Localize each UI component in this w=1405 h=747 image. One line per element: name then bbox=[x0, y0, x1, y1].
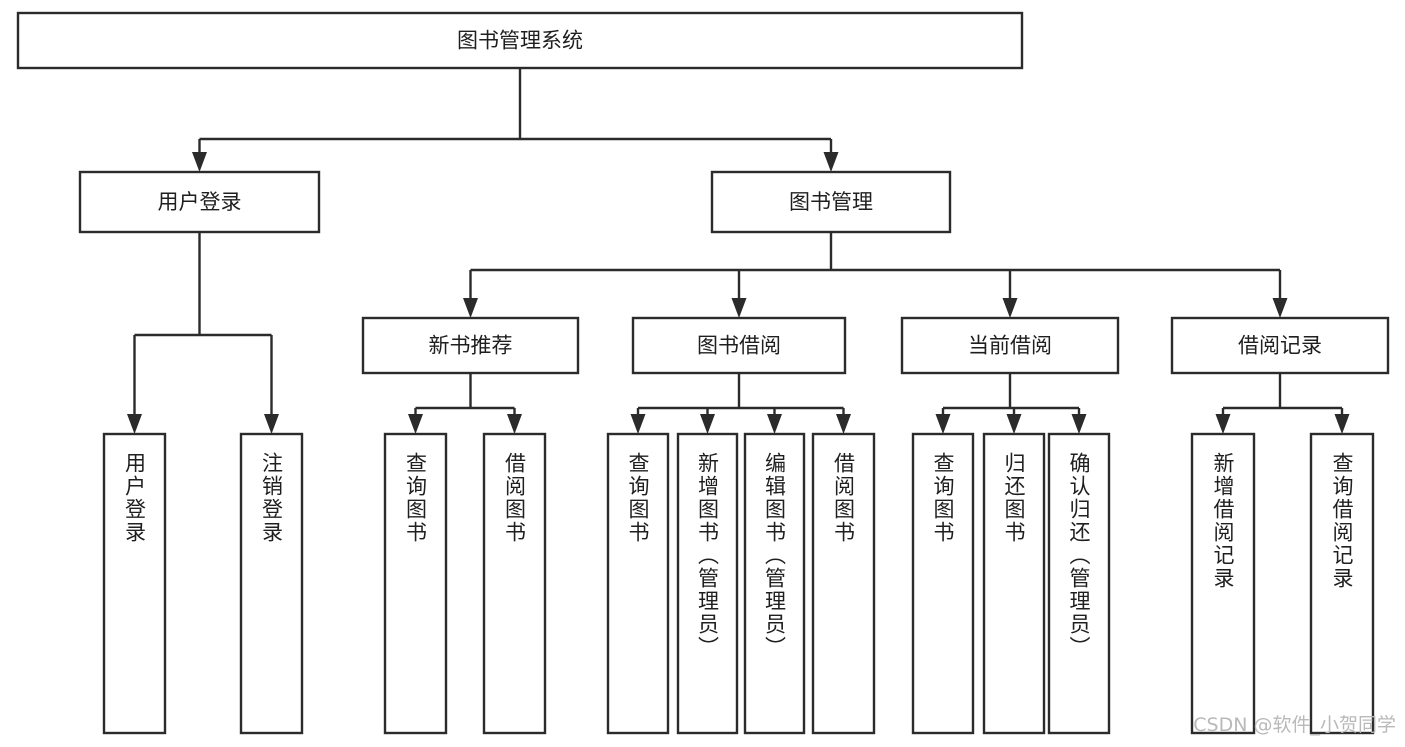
node-label: 新书推荐 bbox=[429, 334, 513, 358]
node-box-leaf[interactable] bbox=[743, 432, 806, 735]
node-用户登录[interactable]: 用户登录 bbox=[78, 170, 321, 234]
arrow-to-图书借阅 bbox=[731, 298, 747, 318]
arrow-to-用户登录 bbox=[192, 152, 207, 172]
node-注销登录[interactable]: 注销登录 bbox=[239, 432, 304, 735]
node-label: 用户登录 bbox=[158, 190, 242, 214]
node-label: 查询图书 bbox=[626, 452, 650, 544]
node-用户登录[interactable]: 用户登录 bbox=[102, 432, 167, 735]
node-图书管理[interactable]: 图书管理 bbox=[710, 170, 952, 234]
node-图书借阅[interactable]: 图书借阅 bbox=[631, 316, 847, 375]
node-新书推荐[interactable]: 新书推荐 bbox=[361, 316, 580, 375]
node-label: 新增借阅记录 bbox=[1211, 452, 1235, 590]
arrow-to-新增借阅记录 bbox=[1215, 414, 1231, 434]
node-查询图书[interactable]: 查询图书 bbox=[606, 432, 670, 735]
node-label: 编辑图书（管理员） bbox=[763, 452, 787, 659]
node-当前借阅[interactable]: 当前借阅 bbox=[900, 316, 1120, 375]
node-借阅图书[interactable]: 借阅图书 bbox=[811, 432, 876, 735]
node-查询图书[interactable]: 查询图书 bbox=[911, 432, 975, 735]
arrow-to-查询图书 bbox=[935, 414, 951, 434]
arrow-to-借阅图书 bbox=[836, 414, 851, 434]
node-box-level2[interactable] bbox=[78, 170, 321, 234]
node-layer: 图书管理系统用户登录图书管理用户登录注销登录新书推荐查询图书借阅图书图书借阅查询… bbox=[16, 11, 1390, 735]
node-box-leaf[interactable] bbox=[676, 432, 739, 735]
node-box-leaf[interactable] bbox=[1309, 432, 1375, 735]
node-box-level3[interactable] bbox=[631, 316, 847, 375]
node-box-level2[interactable] bbox=[710, 170, 952, 234]
arrow-to-借阅图书 bbox=[507, 414, 522, 434]
arrow-to-查询借阅记录 bbox=[1334, 414, 1350, 434]
node-新增图书管理员[interactable]: 新增图书（管理员） bbox=[676, 432, 739, 735]
node-box-leaf[interactable] bbox=[811, 432, 876, 735]
node-借阅图书[interactable]: 借阅图书 bbox=[482, 432, 547, 735]
node-box-leaf[interactable] bbox=[1190, 432, 1256, 735]
arrow-to-归还图书 bbox=[1006, 414, 1022, 434]
node-label: 用户登录 bbox=[123, 452, 147, 544]
arrow-to-编辑图书管理员 bbox=[767, 414, 782, 434]
arrow-to-新书推荐 bbox=[463, 298, 478, 318]
node-编辑图书管理员[interactable]: 编辑图书（管理员） bbox=[743, 432, 806, 735]
node-新增借阅记录[interactable]: 新增借阅记录 bbox=[1190, 432, 1256, 735]
node-查询图书[interactable]: 查询图书 bbox=[383, 432, 448, 735]
node-label: 查询借阅记录 bbox=[1330, 452, 1354, 590]
node-box-leaf[interactable] bbox=[239, 432, 304, 735]
node-label: 借阅记录 bbox=[1238, 334, 1322, 358]
node-label: 查询图书 bbox=[404, 452, 428, 544]
arrow-to-借阅记录 bbox=[1272, 298, 1288, 318]
node-借阅记录[interactable]: 借阅记录 bbox=[1170, 316, 1390, 375]
node-box-leaf[interactable] bbox=[911, 432, 975, 735]
node-box-leaf[interactable] bbox=[982, 432, 1046, 735]
node-box-leaf[interactable] bbox=[102, 432, 167, 735]
node-box-level3[interactable] bbox=[1170, 316, 1390, 375]
node-label: 注销登录 bbox=[260, 452, 284, 544]
node-label: 确认归还（管理员） bbox=[1067, 452, 1091, 659]
node-box-leaf[interactable] bbox=[482, 432, 547, 735]
node-确认归还管理员[interactable]: 确认归还（管理员） bbox=[1047, 432, 1111, 735]
arrow-to-注销登录 bbox=[264, 414, 279, 434]
node-图书管理系统[interactable]: 图书管理系统 bbox=[16, 11, 1024, 70]
node-box-level3[interactable] bbox=[900, 316, 1120, 375]
arrow-to-查询图书 bbox=[408, 414, 423, 434]
node-label: 归还图书 bbox=[1002, 452, 1026, 544]
node-box-level3[interactable] bbox=[361, 316, 580, 375]
arrow-to-图书管理 bbox=[823, 152, 839, 172]
node-label: 图书管理系统 bbox=[457, 29, 583, 53]
node-label: 借阅图书 bbox=[503, 452, 527, 544]
node-查询借阅记录[interactable]: 查询借阅记录 bbox=[1309, 432, 1375, 735]
node-label: 当前借阅 bbox=[968, 334, 1052, 358]
arrow-to-用户登录 bbox=[127, 414, 142, 434]
node-box-leaf[interactable] bbox=[1047, 432, 1111, 735]
node-归还图书[interactable]: 归还图书 bbox=[982, 432, 1046, 735]
arrow-to-当前借阅 bbox=[1002, 298, 1018, 318]
node-box-leaf[interactable] bbox=[383, 432, 448, 735]
node-box-root[interactable] bbox=[16, 11, 1024, 70]
connector-layer bbox=[127, 68, 1350, 434]
arrow-to-新增图书管理员 bbox=[700, 414, 715, 434]
arrow-to-确认归还管理员 bbox=[1071, 414, 1087, 434]
watermark-label: CSDN @软件_小贺同学 bbox=[1193, 714, 1396, 736]
arrow-to-查询图书 bbox=[630, 414, 646, 434]
node-box-leaf[interactable] bbox=[606, 432, 670, 735]
node-label: 借阅图书 bbox=[832, 452, 856, 544]
node-label: 查询图书 bbox=[931, 452, 955, 544]
node-label: 图书管理 bbox=[789, 190, 873, 214]
node-label: 图书借阅 bbox=[697, 334, 781, 358]
node-label: 新增图书（管理员） bbox=[696, 452, 720, 659]
